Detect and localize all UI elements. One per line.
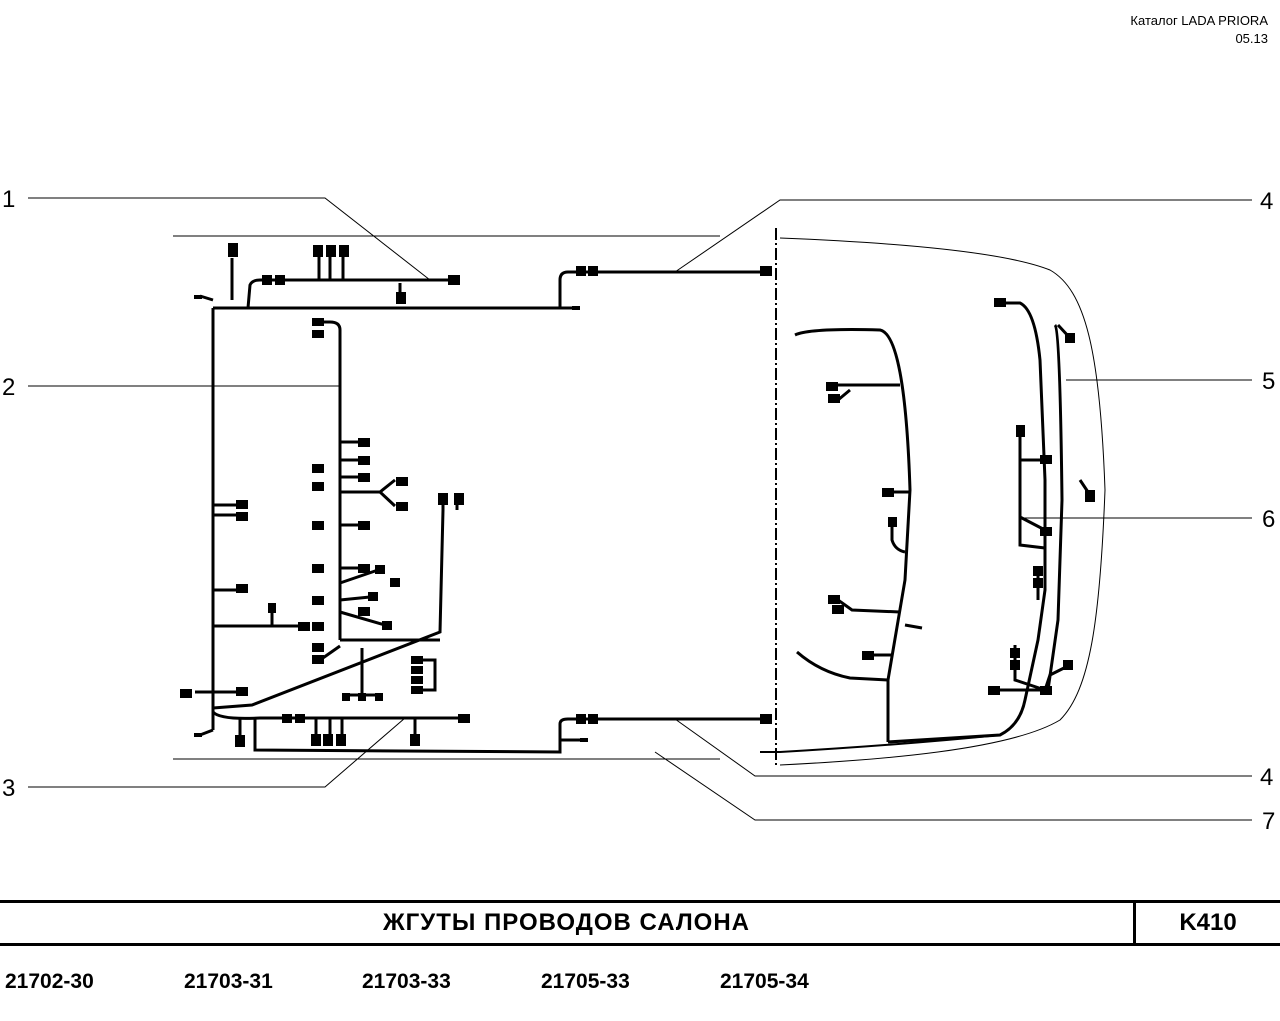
section-code: K410	[1179, 909, 1237, 936]
model-code: 21705-34	[720, 970, 809, 993]
callout-6: 6	[1262, 506, 1276, 533]
title-divider	[1133, 903, 1136, 943]
callout-3: 3	[2, 775, 16, 802]
model-code: 21703-31	[184, 970, 273, 993]
model-code: 21705-33	[541, 970, 630, 993]
leader-lines	[28, 197, 1252, 821]
car-body-outline	[173, 235, 1106, 766]
title-bar: ЖГУТЫ ПРОВОДОВ САЛОНА K410	[0, 900, 1280, 946]
model-code: 21703-33	[362, 970, 451, 993]
harness-7	[760, 734, 1001, 753]
model-code: 21702-30	[5, 970, 94, 993]
harness-left-main	[195, 255, 760, 754]
model-list: 21702-30 21703-31 21703-33 21705-33 2170…	[0, 970, 1280, 1000]
callout-7: 7	[1262, 808, 1276, 835]
catalog-title: Каталог LADA PRIORA	[1130, 13, 1268, 28]
callout-5: 5	[1262, 368, 1276, 395]
wiring-harness-diagram	[28, 197, 1252, 821]
callout-4-bottom: 4	[1260, 764, 1274, 791]
catalog-header: Каталог LADA PRIORA 05.13	[1130, 12, 1268, 48]
catalog-date: 05.13	[1235, 31, 1268, 46]
page-title: ЖГУТЫ ПРОВОДОВ САЛОНА	[382, 909, 751, 936]
harness-rear	[794, 301, 1092, 744]
callout-1: 1	[2, 186, 16, 213]
callout-2: 2	[2, 374, 16, 401]
connectors	[180, 243, 1095, 747]
callout-4-top: 4	[1260, 188, 1274, 215]
